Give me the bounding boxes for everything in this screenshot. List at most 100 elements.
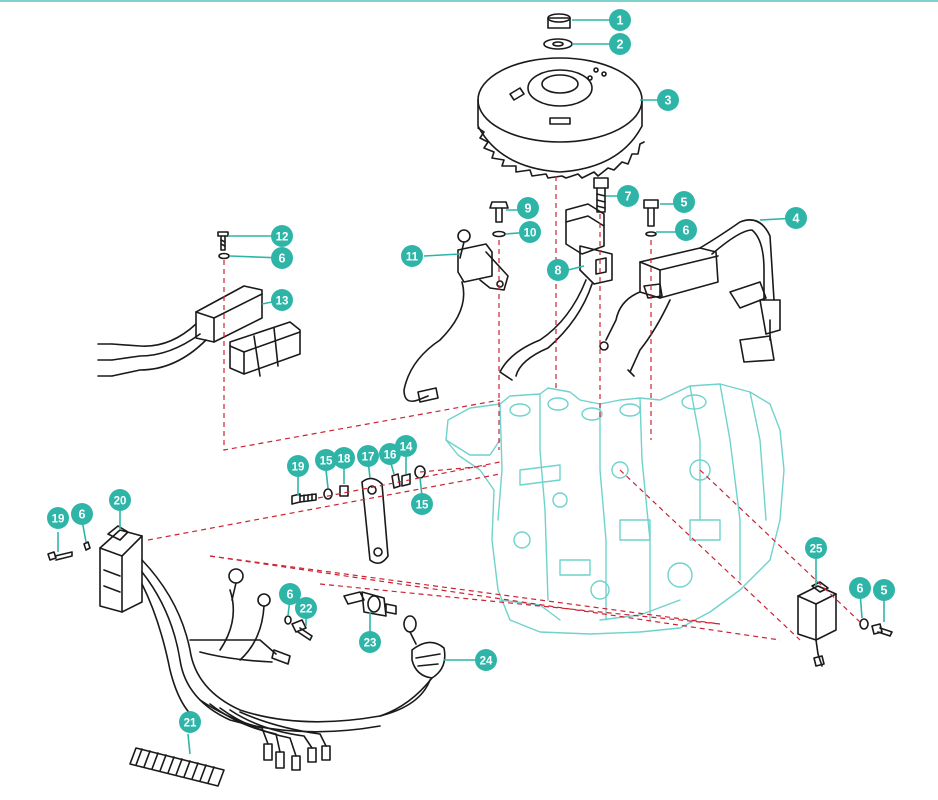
callout-badge: [359, 631, 381, 653]
callout-badge: [675, 219, 697, 241]
callout-number: 10: [524, 228, 537, 240]
callout-c6a: 6: [675, 219, 697, 241]
callout-number: 25: [810, 544, 823, 556]
ignition-coil: [599, 219, 781, 377]
rectifier: [99, 525, 143, 613]
callout-c4: 4: [785, 207, 807, 229]
bracket-collar: [391, 473, 401, 489]
callout-number: 16: [384, 450, 397, 462]
callout-badge: [519, 221, 541, 243]
regulator-bolt: [871, 623, 893, 637]
rectifier-washer: [83, 541, 91, 551]
callout-number: 19: [52, 514, 65, 526]
callout-badge: [657, 89, 679, 111]
thermo-sensor: [343, 591, 397, 617]
callout-number: 14: [400, 442, 413, 454]
ground-bolt: [291, 619, 313, 641]
bracket-grommet: [401, 473, 411, 487]
callout-c20: 20: [109, 489, 131, 511]
callout-number: 23: [364, 638, 377, 650]
flywheel-washer: [543, 38, 573, 50]
callout-badge: [271, 247, 293, 269]
callout-c2: 2: [609, 33, 631, 55]
callout-number: 6: [287, 588, 294, 602]
regulator: [797, 581, 837, 667]
callout-number: 6: [857, 582, 864, 596]
callout-badge: [395, 435, 417, 457]
callout-number: 9: [525, 202, 532, 216]
charge-coil: [499, 203, 613, 381]
callout-number: 20: [114, 496, 127, 508]
callout-badge: [873, 579, 895, 601]
coil-bolt: [643, 199, 659, 227]
callout-badge: [849, 577, 871, 599]
callout-number: 24: [480, 656, 493, 668]
callout-c19b: 19: [47, 507, 69, 529]
callout-number: 12: [276, 232, 289, 244]
bracket-plate: [361, 477, 389, 564]
callout-c10: 10: [519, 221, 541, 243]
callout-c5a: 5: [673, 191, 695, 213]
callout-number: 15: [416, 500, 429, 512]
bracket-washer-a: [323, 488, 333, 500]
callout-badge: [617, 185, 639, 207]
callout-c6c: 6: [71, 503, 93, 525]
callout-badge: [47, 507, 69, 529]
callout-number: 18: [338, 454, 351, 466]
callout-number: 22: [300, 604, 313, 616]
plug-boot: [379, 615, 446, 717]
callout-badge: [411, 493, 433, 515]
callout-c22: 22: [295, 597, 317, 619]
callout-badge: [315, 449, 337, 471]
callout-number: 19: [292, 462, 305, 474]
callout-badge: [517, 197, 539, 219]
callout-c5b: 5: [873, 579, 895, 601]
callout-badge: [357, 445, 379, 467]
bracket-bolt: [291, 493, 317, 505]
cdi-washer: [218, 252, 230, 260]
ground-washer: [284, 615, 292, 625]
callout-badge: [673, 191, 695, 213]
callout-c14: 14: [395, 435, 417, 457]
callout-badge: [785, 207, 807, 229]
callout-badge: [805, 537, 827, 559]
callout-badge: [547, 259, 569, 281]
callout-leaders: [57, 19, 885, 755]
cdi-screw: [217, 231, 229, 251]
bracket-nut: [339, 485, 349, 497]
callout-c8: 8: [547, 259, 569, 281]
pulser-bolt: [593, 177, 609, 213]
wiring-harness: [141, 559, 431, 771]
callout-number: 17: [362, 452, 375, 464]
callout-c23: 23: [359, 631, 381, 653]
callout-c7: 7: [617, 185, 639, 207]
callout-badge: [609, 33, 631, 55]
callout-number: 13: [276, 296, 289, 308]
alignment-guides: [147, 176, 861, 641]
cdi-unit: [97, 285, 301, 377]
callout-number: 15: [320, 456, 333, 468]
flywheel-nut: [547, 13, 571, 29]
callout-badge: [179, 711, 201, 733]
callout-number: 21: [184, 718, 197, 730]
callout-c17: 17: [357, 445, 379, 467]
callout-number: 6: [683, 224, 690, 238]
callout-c24: 24: [475, 649, 497, 671]
callout-c3: 3: [657, 89, 679, 111]
regulator-washer: [859, 618, 869, 630]
stator-washer: [492, 230, 506, 238]
callout-number: 1: [617, 14, 624, 28]
callout-number: 11: [406, 252, 419, 264]
callout-c19a: 19: [287, 455, 309, 477]
callout-c11: 11: [401, 245, 423, 267]
callout-badge: [271, 289, 293, 311]
top-rule: [0, 0, 938, 2]
callout-badge: [279, 583, 301, 605]
callout-c6d: 6: [279, 583, 301, 605]
callout-c9: 9: [517, 197, 539, 219]
callout-number: 5: [881, 584, 888, 598]
callout-badge: [271, 225, 293, 247]
callout-c15b: 15: [411, 493, 433, 515]
